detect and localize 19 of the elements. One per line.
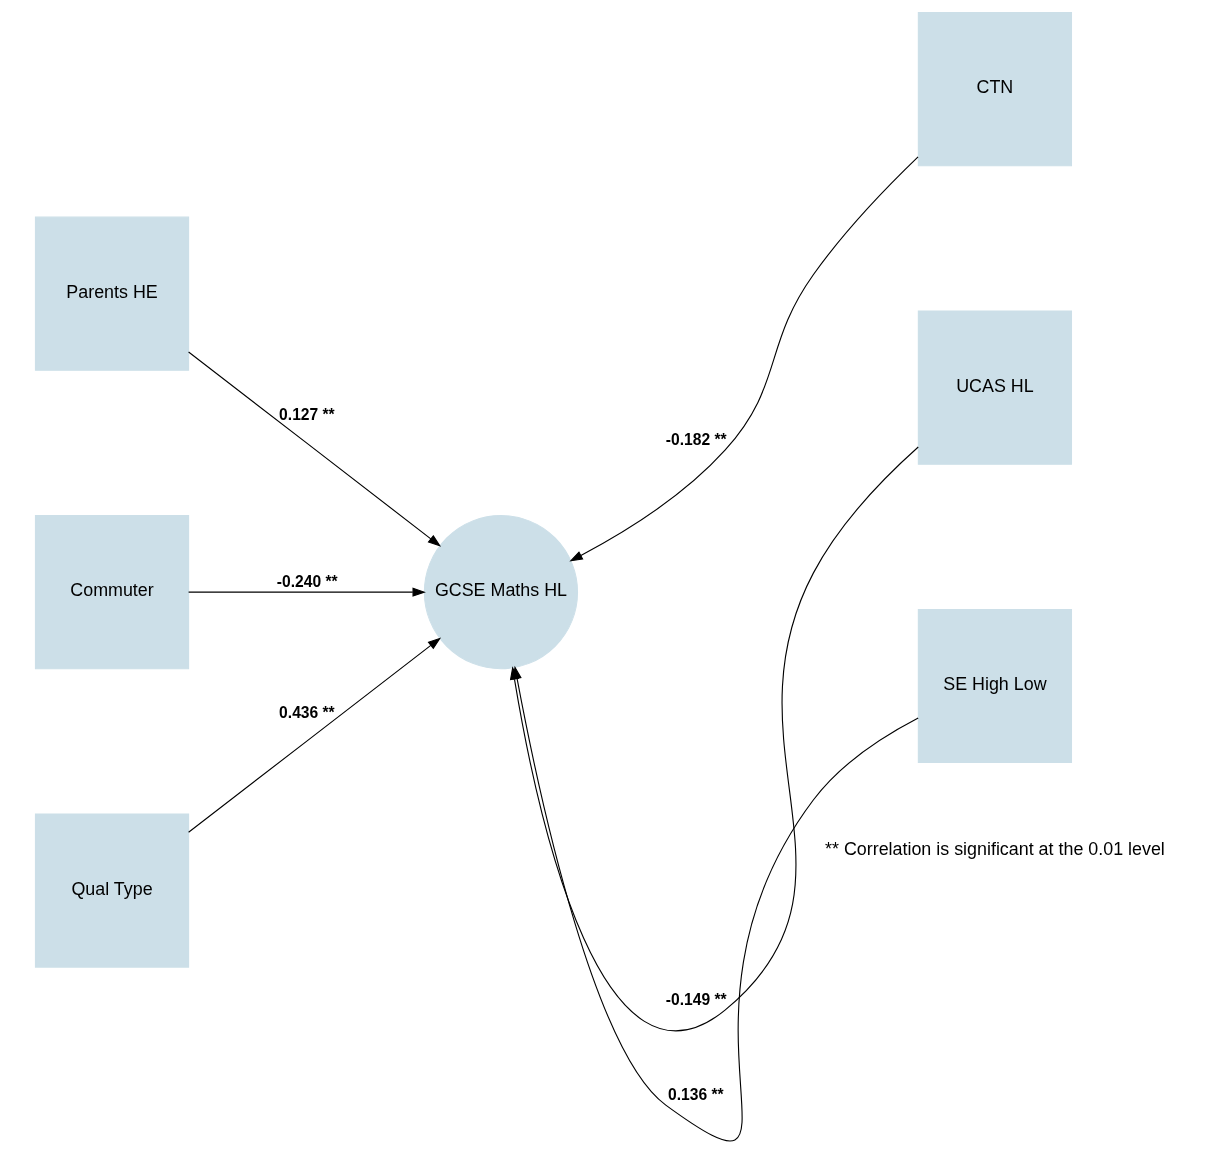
arrow [568, 156, 919, 562]
node-box: Parents HE [34, 216, 189, 371]
node-box: SE High Low [917, 608, 1072, 764]
label: ** Correlation is significant at the 0.01 level [824, 838, 1165, 859]
edge-label: 0.127 ** [278, 406, 335, 424]
edge-label: -0.149 ** [665, 990, 727, 1008]
arrow [187, 351, 441, 547]
node-box: Commuter [34, 515, 189, 670]
node-box: CTN [917, 12, 1072, 167]
edge-label: -0.240 ** [276, 572, 338, 590]
arrow [512, 665, 919, 1141]
edge-label: -0.182 ** [665, 430, 727, 448]
arrow [187, 637, 441, 833]
arrow [187, 587, 426, 597]
edge-label: 0.136 ** [667, 1085, 724, 1103]
node-circle: GCSE Maths HL [423, 515, 578, 670]
edge-label: 0.436 ** [278, 703, 335, 721]
node-box: Qual Type [34, 813, 189, 968]
node-box: UCAS HL [917, 310, 1072, 465]
